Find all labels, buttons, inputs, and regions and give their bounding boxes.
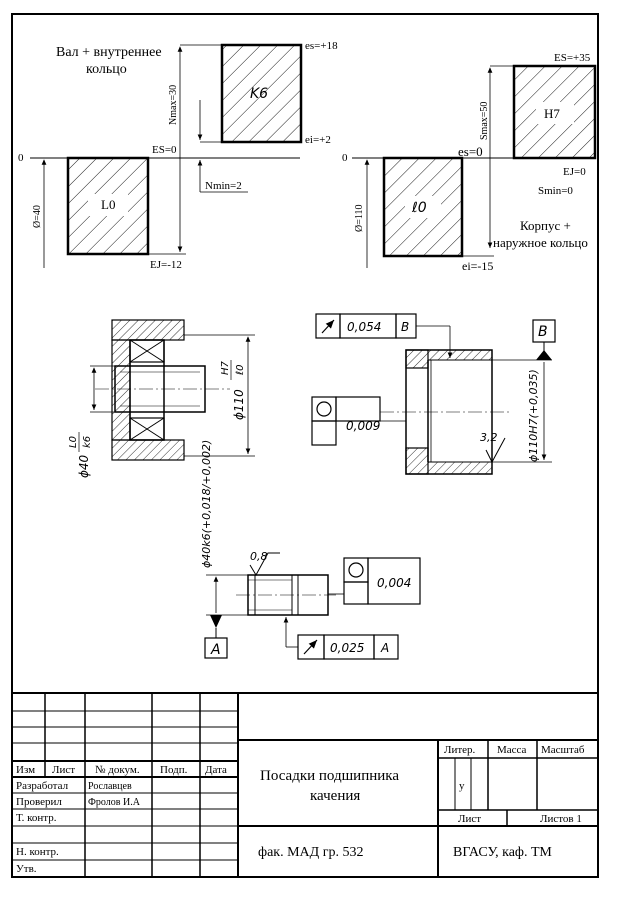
right-tolerance-diagram: 0 H7 ℓ0 ES=+35 EJ=0 Smin=0 es=0 ei=-15 S…: [342, 52, 597, 273]
title-block: Изм Лист № докум. Подп. Дата Разработал …: [12, 692, 598, 877]
right-diameter-label: Ø=110: [354, 205, 365, 233]
sheet-frame: [11, 13, 599, 878]
shaft-drawing: ϕ40k6(+0,018/+0,002) A 0,8 0,004 0,025 A: [200, 440, 421, 660]
left-ES-label: ES=0: [152, 144, 177, 156]
right-EJ-label: EJ=0: [563, 166, 586, 178]
header-doc: № докум.: [95, 764, 140, 776]
shaft-runout-datum: A: [380, 641, 389, 655]
housing-cyl-value: 0,009: [346, 419, 380, 433]
name-developer: Рославцев: [88, 781, 132, 792]
role-norm-control: Н. контр.: [16, 846, 59, 858]
right-ei-label: ei=-15: [462, 259, 493, 273]
assembly-drawing: ϕ110 H7 ℓ0 ϕ40 L0 k6: [68, 319, 255, 478]
sheet-label: Лист: [458, 813, 481, 825]
header-sign: Подп.: [160, 764, 188, 776]
assembly-shaft-fit-num: L0: [68, 436, 79, 448]
right-ES-label: ES=+35: [554, 52, 591, 64]
left-title-2: кольцо: [86, 62, 127, 77]
name-checker: Фролов И.А: [88, 797, 141, 808]
sheets-label: Листов 1: [540, 813, 582, 825]
left-nmax-label: Nmax=30: [168, 85, 179, 125]
k6-label: K6: [250, 86, 268, 102]
housing-roughness: 3,2: [480, 431, 498, 444]
assembly-shaft-fit-den: k6: [82, 436, 93, 448]
shaft-cyl-value: 0,004: [377, 576, 411, 590]
left-tolerance-diagram: Вал + внутреннее кольцо 0 K6 L0 es=+18 e…: [18, 40, 338, 271]
assembly-housing-fit-num: H7: [220, 360, 231, 375]
header-list: Лист: [52, 764, 75, 776]
left-ei-label: ei=+2: [305, 134, 331, 146]
shaft-datum-label: A: [210, 642, 221, 658]
right-es-label: es=0: [458, 144, 483, 159]
document-title-2: качения: [310, 788, 360, 804]
assembly-shaft-dia: ϕ40: [77, 454, 91, 478]
h7-label: H7: [544, 106, 560, 121]
header-izm: Изм: [16, 764, 35, 776]
group-label: фак. МАД гр. 532: [258, 845, 363, 860]
document-title-1: Посадки подшипника: [260, 768, 399, 784]
shaft-roughness: 0,8: [250, 550, 268, 563]
right-smin-label: Smin=0: [538, 185, 573, 197]
liter-header: Литер.: [444, 744, 476, 756]
left-zero-label: 0: [18, 152, 24, 164]
housing-runout-datum: B: [401, 320, 409, 334]
liter-value: у: [459, 780, 465, 792]
role-checker: Проверил: [16, 796, 62, 808]
assembly-housing-dia: ϕ110: [232, 389, 246, 420]
k6-field: [220, 43, 303, 144]
l0-label-left: L0: [101, 197, 115, 212]
organization-label: ВГАСУ, каф. ТМ: [453, 845, 552, 860]
housing-datum-label: B: [538, 324, 548, 340]
left-es-label: es=+18: [305, 40, 338, 52]
role-tech-control: Т. контр.: [16, 812, 57, 824]
left-title-1: Вал + внутреннее: [56, 45, 162, 60]
shaft-runout-value: 0,025: [330, 641, 364, 655]
role-approved: Утв.: [16, 863, 37, 875]
right-smax-label: Smax=50: [479, 102, 490, 140]
mass-header: Масса: [497, 744, 527, 756]
right-title-1: Корпус +: [520, 218, 571, 233]
assembly-housing-fit-den: ℓ0: [235, 365, 246, 376]
left-diameter-label: Ø=40: [32, 205, 43, 228]
left-nmin-label: Nmin=2: [205, 180, 242, 192]
scale-header: Масштаб: [541, 744, 585, 756]
shaft-dia-label: ϕ40k6(+0,018/+0,002): [200, 440, 213, 568]
header-date: Дата: [205, 764, 227, 776]
housing-runout-value: 0,054: [347, 320, 381, 334]
right-title-2: наружное кольцо: [493, 235, 588, 250]
l0-label-right: ℓ0: [411, 200, 427, 216]
left-EJ-label: EJ=-12: [150, 259, 182, 271]
role-developer: Разработал: [16, 780, 69, 792]
housing-drawing: 0,054 B 0,009 B ϕ110H7(+0,035) 3,2: [311, 313, 556, 475]
right-zero-label: 0: [342, 152, 348, 164]
housing-dia-label: ϕ110H7(+0,035): [527, 369, 540, 462]
